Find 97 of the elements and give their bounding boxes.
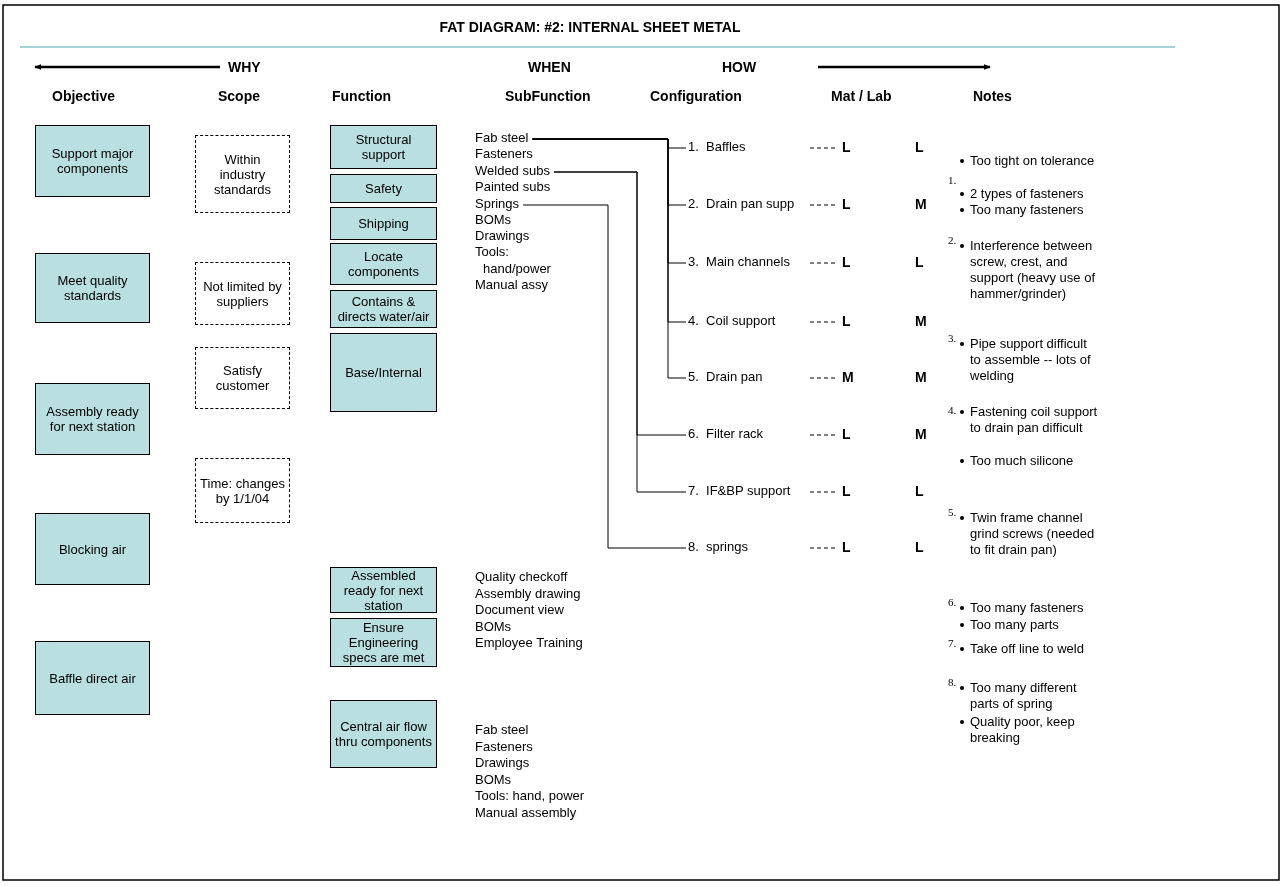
- column-header: Mat / Lab: [831, 88, 892, 104]
- labor-rating: M: [915, 369, 927, 385]
- note-number: 4.: [948, 404, 957, 416]
- note-number: 3.: [948, 332, 957, 344]
- subfunction-text: Drawings: [475, 755, 530, 771]
- connector-line: [532, 138, 687, 379]
- material-rating: L: [842, 313, 851, 329]
- function-box: Structural support: [330, 125, 437, 169]
- configuration-item: 2. Drain pan supp: [688, 196, 795, 212]
- note-text: Interference between screw, crest, and support (heavy use of hammer/grinder): [970, 238, 1097, 302]
- subfunction-text: Springs: [475, 196, 520, 212]
- note-number: 5.: [948, 506, 957, 518]
- direction-label: WHEN: [528, 59, 571, 75]
- note-text: Too many parts: [970, 617, 1060, 633]
- note-text: Twin frame channel grind screws (needed to fit drain pan): [970, 510, 1096, 558]
- subfunction-text: Tools: hand, power: [475, 788, 585, 804]
- objective-box: Assembly ready for next station: [35, 383, 150, 455]
- note-text: Quality poor, keep breaking: [970, 714, 1076, 746]
- material-rating: L: [842, 539, 851, 555]
- function-box: Base/Internal: [330, 333, 437, 412]
- configuration-item: 6. Filter rack: [688, 426, 764, 442]
- configuration-item: 5. Drain pan: [688, 369, 763, 385]
- labor-rating: M: [915, 426, 927, 442]
- labor-rating: L: [915, 139, 924, 155]
- column-header: Notes: [973, 88, 1012, 104]
- labor-rating: L: [915, 539, 924, 555]
- scope-box: Within industry standards: [195, 135, 290, 213]
- scope-box: Not limited by suppliers: [195, 262, 290, 325]
- subfunction-text: Painted subs: [475, 179, 551, 195]
- subfunction-text: Assembly drawing: [475, 585, 581, 602]
- subfunction-text: Manual assy: [475, 277, 548, 293]
- function-box: Safety: [330, 174, 437, 203]
- subfunction-text: Manual assembly: [475, 804, 577, 821]
- objective-box: Blocking air: [35, 513, 150, 585]
- material-rating: L: [842, 139, 851, 155]
- function-box: Assembled ready for next station: [330, 567, 437, 613]
- note-number: 2.: [948, 234, 957, 246]
- note-number: 7.: [948, 637, 957, 649]
- note-text: Pipe support difficult to assemble -- lots of welding: [970, 336, 1092, 384]
- material-rating: M: [842, 369, 854, 385]
- note-number: 8.: [948, 676, 957, 688]
- configuration-item: 1. Baffles: [688, 139, 746, 155]
- material-rating: L: [842, 196, 851, 212]
- function-box: Ensure Engineering specs are met: [330, 618, 437, 667]
- note-text: Too tight on tolerance: [970, 153, 1096, 169]
- subfunction-text: Quality checkoff: [475, 569, 568, 585]
- labor-rating: M: [915, 196, 927, 212]
- material-rating: L: [842, 254, 851, 270]
- diagram-title: FAT DIAGRAM: #2: INTERNAL SHEET METAL: [438, 19, 742, 35]
- note-text: Take off line to weld: [970, 641, 1085, 657]
- function-box: Locate components: [330, 243, 437, 285]
- labor-rating: L: [915, 483, 924, 499]
- function-box: Central air flow thru components: [330, 700, 437, 768]
- function-box: Contains & directs water/air: [330, 290, 437, 328]
- direction-label: HOW: [722, 59, 757, 75]
- subfunction-text: Fab steel: [475, 722, 529, 738]
- note-text: Too many fasteners: [970, 202, 1085, 218]
- column-header: Scope: [218, 88, 260, 104]
- configuration-item: 8. springs: [688, 539, 748, 555]
- labor-rating: M: [915, 313, 927, 329]
- note-number: 1.: [948, 174, 957, 186]
- note-text: 2 types of fasteners: [970, 186, 1085, 202]
- note-text: Too much silicone: [970, 453, 1075, 469]
- objective-box: Support major components: [35, 125, 150, 197]
- connector-line: [522, 204, 687, 549]
- scope-box: Satisfy customer: [195, 347, 290, 409]
- material-rating: L: [842, 483, 851, 499]
- column-header: Configuration: [650, 88, 742, 104]
- function-box: Shipping: [330, 207, 437, 240]
- objective-box: Baffle direct air: [35, 641, 150, 715]
- material-rating: L: [842, 426, 851, 442]
- scope-box: Time: changes by 1/1/04: [195, 458, 290, 523]
- objective-box: Meet quality standards: [35, 253, 150, 323]
- direction-label: WHY: [228, 59, 261, 75]
- subfunction-text: Welded subs: [475, 163, 550, 179]
- subfunction-text: Fab steel: [475, 130, 529, 146]
- labor-rating: L: [915, 254, 924, 270]
- column-header: Objective: [52, 88, 116, 104]
- configuration-item: 4. Coil support: [688, 313, 776, 329]
- connector-line: [553, 171, 687, 493]
- configuration-item: 3. Main channels: [688, 254, 790, 270]
- subfunction-text: Document view: [475, 602, 564, 618]
- column-header: Function: [332, 88, 392, 104]
- configuration-item: 7. IF&BP support: [688, 483, 791, 499]
- subfunction-text: Employee Training: [475, 635, 583, 651]
- note-number: 6.: [948, 596, 957, 608]
- note-text: Fastening coil support to drain pan difficult: [970, 404, 1098, 436]
- subfunction-text: BOMs: [475, 212, 512, 228]
- subfunction-text: Fasteners: [475, 738, 533, 755]
- subfunction-text: BOMs: [475, 771, 512, 788]
- note-text: Too many different parts of spring: [970, 680, 1078, 712]
- note-text: Too many fasteners: [970, 600, 1085, 616]
- subfunction-text: Drawings: [475, 228, 530, 244]
- subfunction-text: BOMs: [475, 618, 512, 635]
- column-header: SubFunction: [505, 88, 591, 104]
- subfunction-text: Tools: hand/power: [475, 244, 552, 277]
- subfunction-text: Fasteners: [475, 146, 533, 162]
